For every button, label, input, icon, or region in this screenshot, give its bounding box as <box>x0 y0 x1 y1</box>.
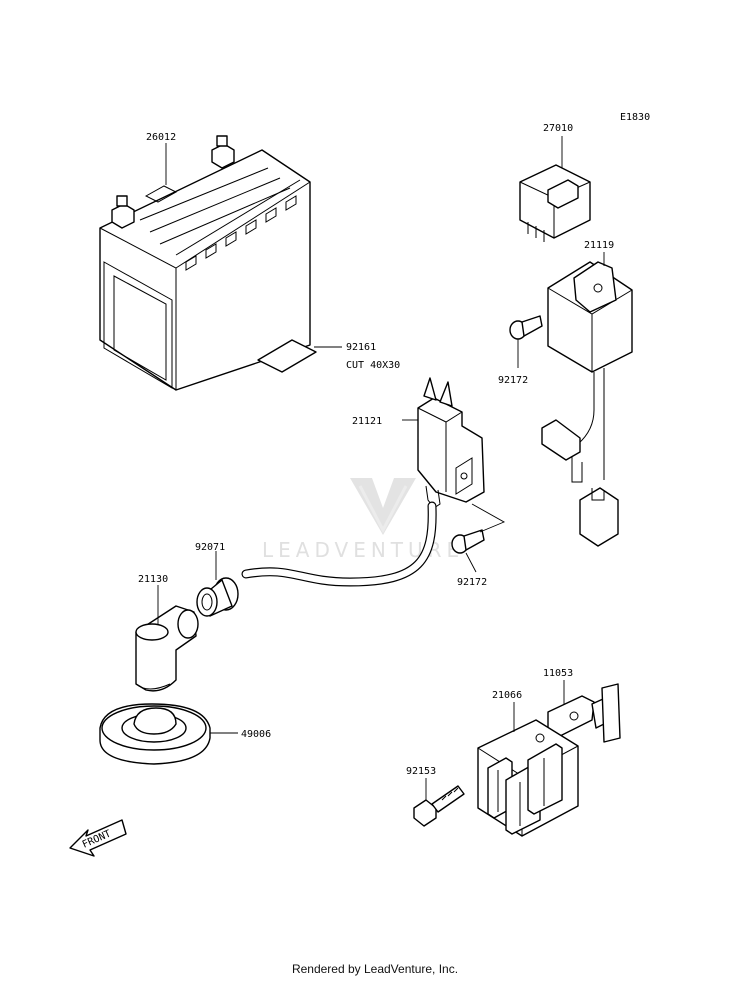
label-27010: 27010 <box>543 123 573 134</box>
label-92161: 92161 <box>346 342 376 353</box>
seal-part[interactable] <box>196 577 239 617</box>
screw-92172-right[interactable] <box>509 315 543 340</box>
label-92172-right: 92172 <box>498 375 528 386</box>
front-arrow-icon: FRONT <box>69 819 127 857</box>
regulator-part[interactable] <box>477 719 579 837</box>
label-21119: 21119 <box>584 240 614 251</box>
label-92071: 92071 <box>195 542 225 553</box>
label-26012: 26012 <box>146 132 176 143</box>
label-92161-note: CUT 40X30 <box>346 360 400 371</box>
label-49006: 49006 <box>241 729 271 740</box>
bolt-part[interactable] <box>413 785 465 827</box>
label-11053: 11053 <box>543 668 573 679</box>
label-21130: 21130 <box>138 574 168 585</box>
diagram-code: E1830 <box>620 112 650 123</box>
label-21066: 21066 <box>492 690 522 701</box>
ignition-coil-part[interactable] <box>417 377 485 509</box>
label-92153: 92153 <box>406 766 436 777</box>
plug-cap-part[interactable] <box>135 605 199 692</box>
ht-lead <box>242 502 436 586</box>
relay-part[interactable] <box>519 164 591 242</box>
bracket-part[interactable] <box>547 683 621 743</box>
battery-part[interactable] <box>99 135 311 391</box>
label-92172-bottom: 92172 <box>457 577 487 588</box>
screw-92172-bottom[interactable] <box>451 529 485 554</box>
footer-credit: Rendered by LeadVenture, Inc. <box>291 962 459 976</box>
boot-part[interactable] <box>99 703 211 765</box>
label-21121: 21121 <box>352 416 382 427</box>
pad-92161[interactable] <box>257 339 317 373</box>
control-unit-part[interactable] <box>541 261 633 547</box>
